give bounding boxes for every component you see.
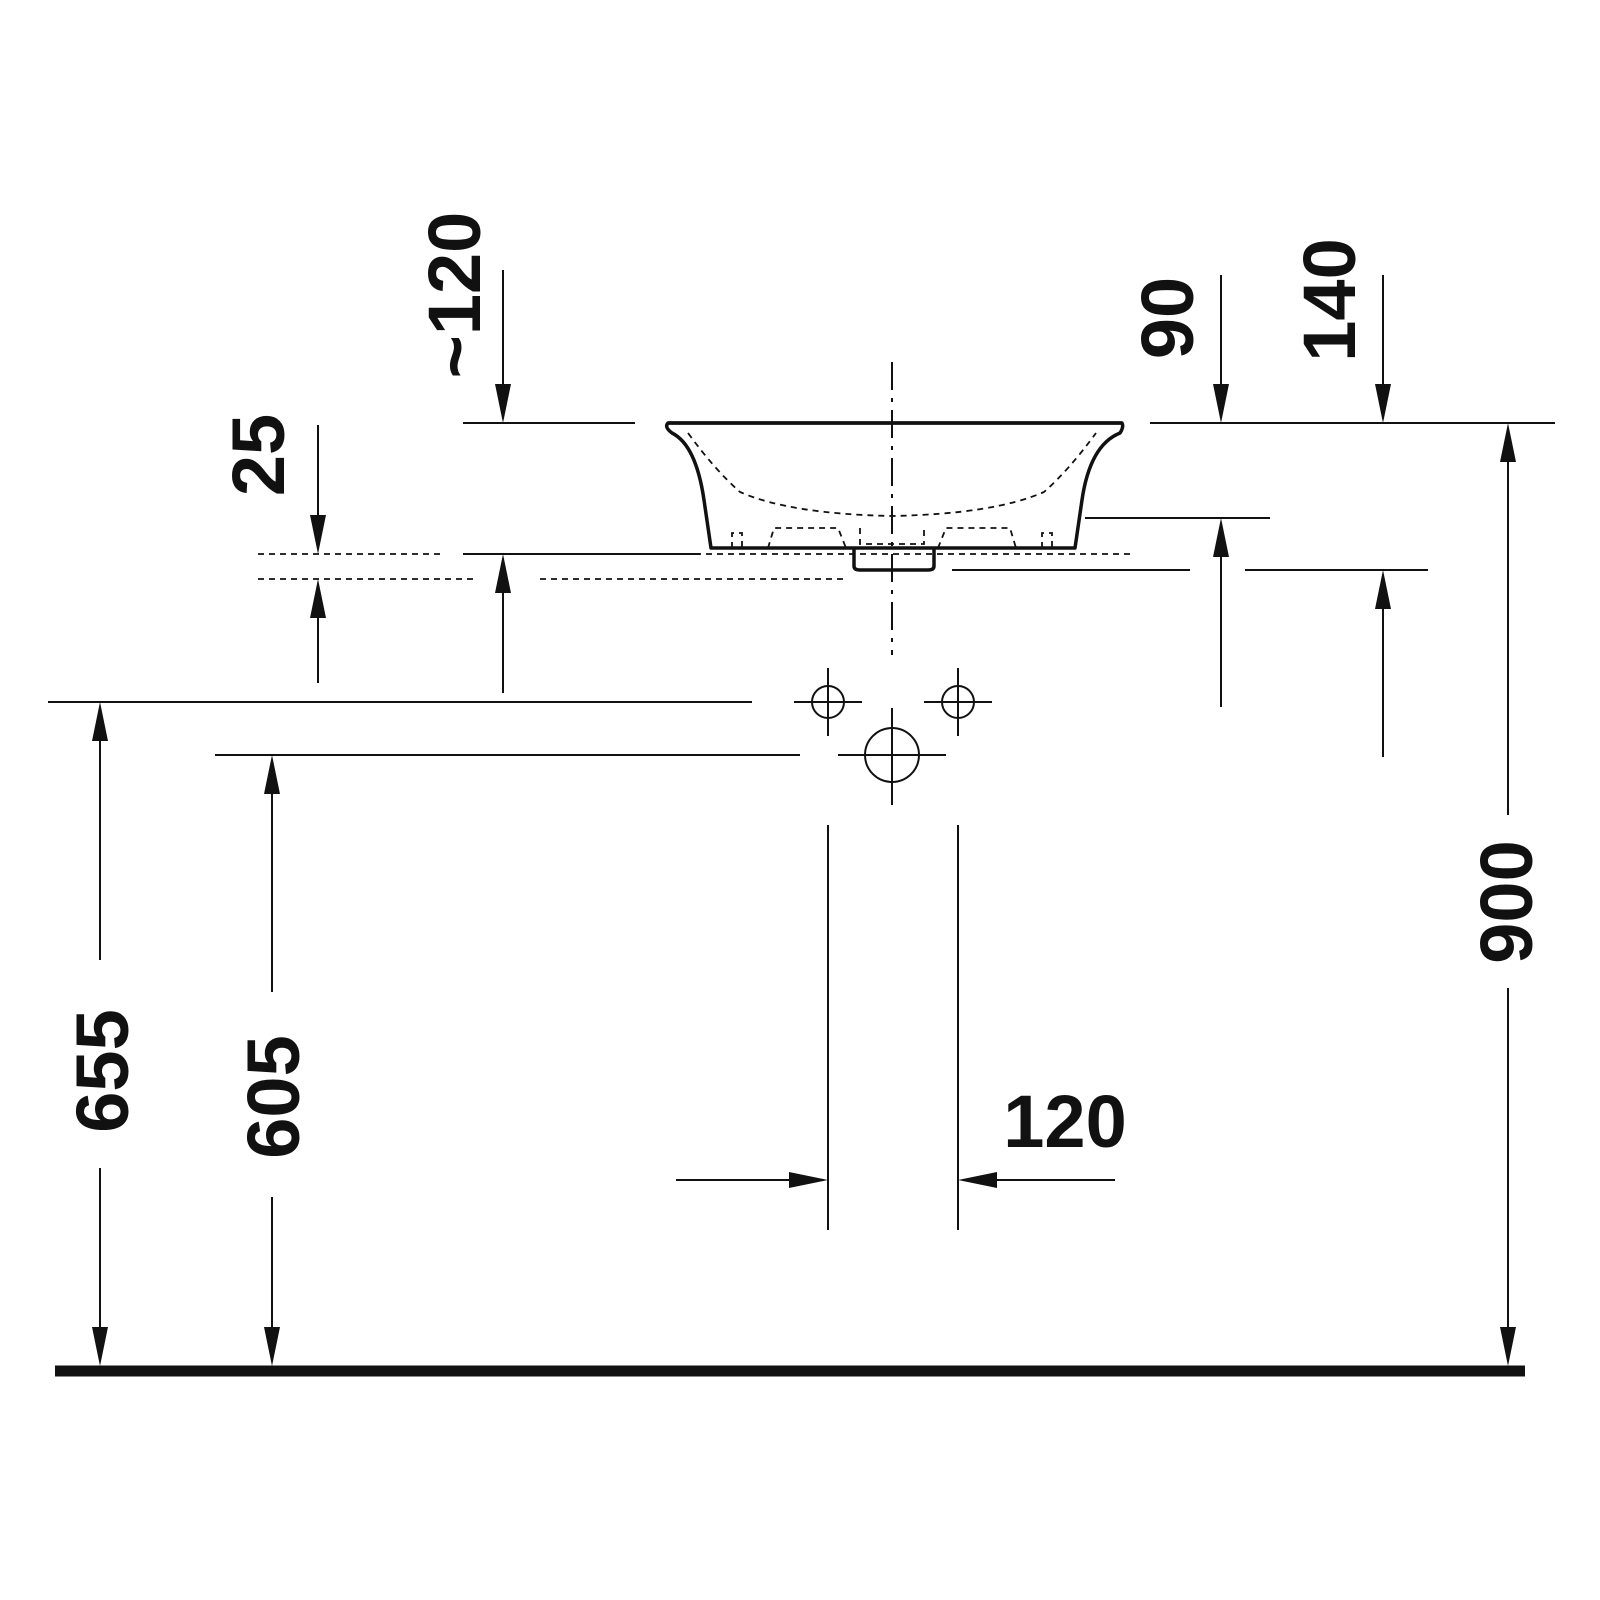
dim-deck-offset-label: 25 xyxy=(217,414,300,496)
dim-overflow-depth-label: 90 xyxy=(1126,277,1209,359)
dim-waste-height-label: 605 xyxy=(232,1035,315,1158)
waste-connection xyxy=(838,708,946,805)
dim-basin-height-label: 140 xyxy=(1288,238,1371,361)
basin-outline xyxy=(664,421,1125,572)
supply-connection-right xyxy=(924,668,992,736)
dim-supply-spacing-arrows xyxy=(676,1172,1115,1188)
dim-rim-height-arrow xyxy=(495,270,511,423)
dim-overflow-depth-arrow xyxy=(1213,275,1229,707)
dim-supply-height-label: 655 xyxy=(61,1009,144,1132)
deck-reference-lines xyxy=(258,553,846,580)
basin-hidden-lines xyxy=(530,432,1135,555)
dim-supply-height-arrow xyxy=(92,702,108,1366)
dim-deck-height-arrow xyxy=(495,554,511,693)
dim-waste-height-arrow xyxy=(264,755,280,1366)
supply-connection-left xyxy=(794,668,862,736)
dim-total-height-label: 900 xyxy=(1465,840,1548,963)
extension-lines xyxy=(48,422,1555,1230)
dim-basin-height-arrow xyxy=(1375,275,1391,757)
dim-rim-height-label: ~120 xyxy=(413,212,496,379)
dim-supply-spacing-label: 120 xyxy=(1003,1080,1126,1163)
dim-deck-offset-arrow xyxy=(310,425,326,683)
dim-total-height-arrow xyxy=(1500,423,1516,1366)
